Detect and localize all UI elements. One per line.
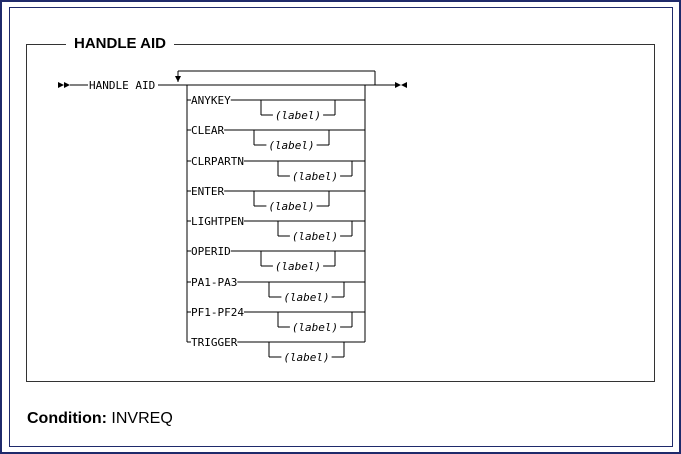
end-arrow-icon	[395, 82, 401, 88]
inner-frame	[9, 7, 673, 447]
label-background	[281, 350, 332, 364]
label-background	[266, 199, 317, 213]
label-background	[272, 108, 324, 122]
label-background	[266, 138, 317, 152]
end-arrow-icon	[401, 82, 407, 88]
label-background	[281, 290, 332, 304]
diagram-title: HANDLE AID	[66, 35, 174, 52]
condition-line: Condition: INVREQ	[27, 410, 173, 428]
option-keyword: CLRPARTN	[191, 155, 244, 168]
start-arrow-icon	[58, 82, 64, 88]
label-background	[289, 169, 341, 183]
option-keyword: ENTER	[191, 185, 224, 198]
label-argument: (label)	[292, 170, 338, 183]
option-keyword: ANYKEY	[191, 94, 231, 107]
option-keyword: PF1-PF24	[191, 306, 244, 319]
start-arrow-icon	[64, 82, 70, 88]
condition-value: INVREQ	[111, 410, 173, 427]
label-background	[289, 229, 341, 243]
option-keyword: OPERID	[191, 245, 231, 258]
option-keyword: LIGHTPEN	[191, 215, 244, 228]
label-argument: (label)	[292, 321, 338, 334]
syntax-diagram-box	[26, 44, 655, 382]
label-argument: (label)	[283, 291, 329, 304]
option-keyword: TRIGGER	[191, 336, 238, 349]
command-keyword: HANDLE AID	[89, 79, 155, 92]
option-keyword: CLEAR	[191, 124, 224, 137]
repeat-arrow-icon	[175, 76, 181, 82]
condition-label: Condition:	[27, 410, 107, 427]
label-argument: (label)	[283, 351, 329, 364]
label-argument: (label)	[268, 139, 314, 152]
label-argument: (label)	[275, 260, 321, 273]
label-argument: (label)	[268, 200, 314, 213]
label-argument: (label)	[292, 230, 338, 243]
label-argument: (label)	[275, 109, 321, 122]
option-keyword: PA1-PA3	[191, 276, 237, 289]
label-background	[272, 259, 324, 273]
label-background	[289, 320, 341, 334]
